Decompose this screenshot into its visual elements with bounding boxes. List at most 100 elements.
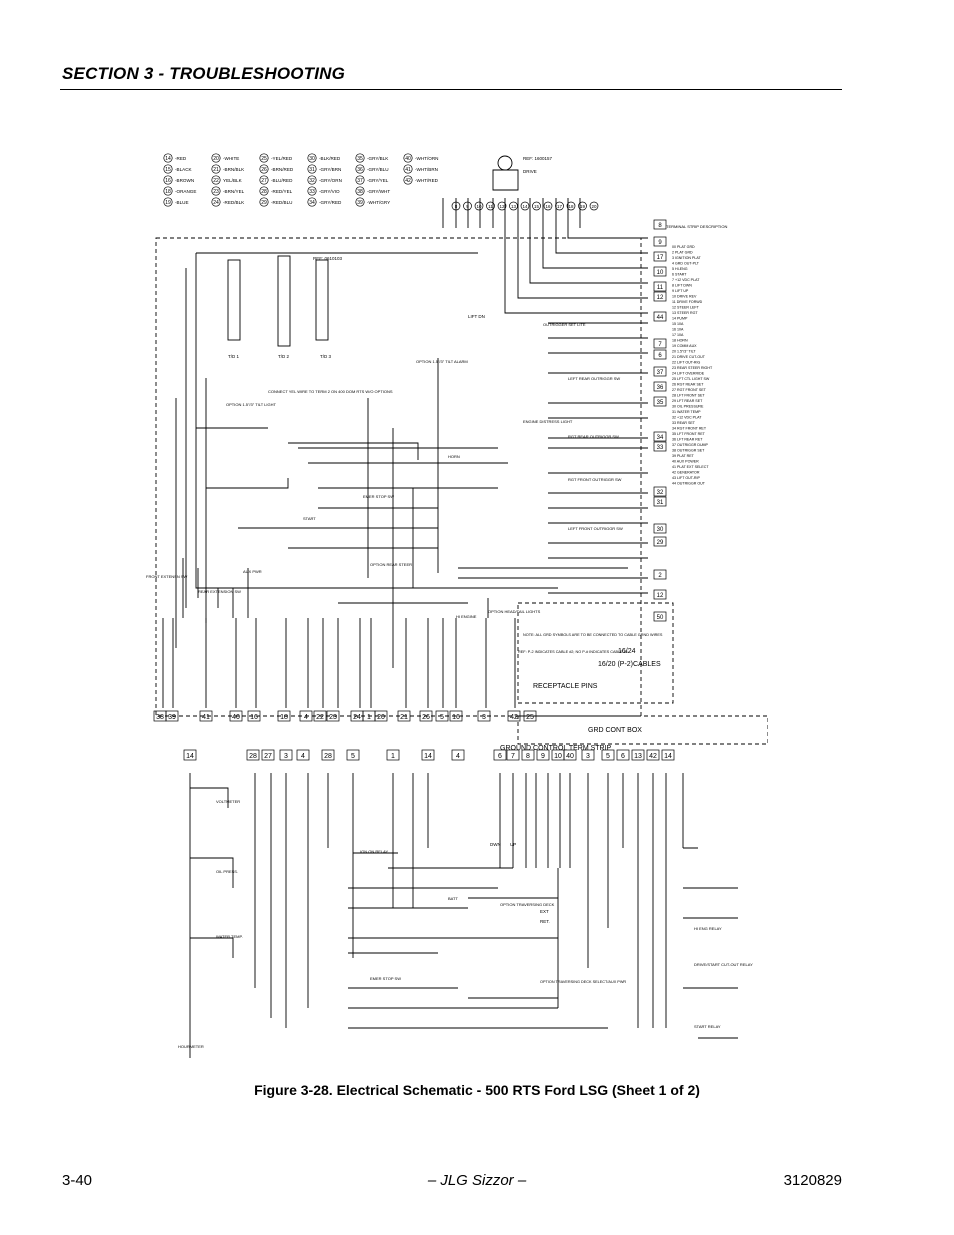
terminal-description: 4 GRD OUT-PLT [672,262,700,266]
terminal-description: 28 LFT FRONT SET [672,394,705,398]
legend-wire-number [403,175,413,185]
terminal-description: 24 LIFT OVERRIDE [672,372,705,376]
ground-strip-pin-box [279,749,293,761]
terminal-description: 11 DRIVE FORWD [672,300,703,304]
left-front-outrigger-label: LEFT FRONT OUTRIGGR SW [568,526,623,531]
option-traversing-select-label: OPTION TRAVERSING DECK SELECT/AUX PWR [540,980,626,984]
terminal-box [653,441,667,452]
legend-wire-number [163,164,173,174]
legend-wire-color: -GRY/ORN [319,178,342,183]
terminal-box-number: 50 [657,615,664,621]
legend-wire-color: -BLK/RED [319,156,341,161]
ground-strip-pin-number: 3 [284,753,288,760]
legend-wire-color: -RED/BLU [271,200,292,205]
legend-wire-color: -WHT/BRN [415,167,438,172]
receptacle-pin-number: 40 [232,714,240,721]
legend-wire-number [259,186,269,196]
legend-wire-number: 25 [261,156,267,162]
terminal-description: 26 RGT REAR SET [672,383,704,387]
terminal-box-number: 30 [657,527,664,533]
receptacle-pin-number: 21 [400,714,408,721]
legend-wire-number [307,175,317,185]
receptacle-pin-number: 22 [316,714,324,721]
terminal-box-number: 29 [657,540,664,546]
terminal-description: 35 LFT FRONT RET [672,432,706,436]
outrigger-set-label: OUTRIGGER SET LITE [543,322,586,327]
terminal-box-number: 44 [657,315,664,321]
drive-start-relay-label: DRIVE/START CUT-OUT RELAY [694,962,753,967]
option-rear-steer-label: OPTION REAR STEER [370,562,412,567]
legend-wire-color: -BLU/RED [271,178,293,183]
legend-wire-number: 15 [165,167,171,173]
ground-strip-pin-number: 42 [649,753,657,760]
terminal-description: 34 RGT FRONT RET [672,427,707,431]
ground-strip-pin-number: 4 [456,753,460,760]
legend-wire-color: -GRY/VIO [319,189,340,194]
terminal-box-number: 31 [657,500,664,506]
cables-16-24-label: 16/24 [618,648,636,655]
legend-wire-number [259,197,269,207]
terminal-box-number: 36 [657,385,664,391]
legend-wire-number [211,164,221,174]
terminal-description: 23 REAR STEER RIGHT [672,366,713,370]
terminal-box [653,496,667,507]
terminal-box-number: 35 [657,400,664,406]
legend-wire-number: 16 [165,178,171,184]
receptacle-pin-number: 3 [482,714,486,721]
terminal-description: 6 START [672,273,687,277]
terminal-strip-label: TERMINAL STRIP DESCRIPTION [666,224,727,229]
legend-wire-color: -WHT/RED [415,178,439,183]
document-number: 3120829 [783,1172,842,1189]
terminal-description: 43 LIFT OUT-RIP [672,476,700,480]
td2-label: T/D 2 [278,354,289,359]
ground-strip-pin-box [581,749,595,761]
start-relay-label: START RELAY [694,1024,721,1029]
receptacle-pin-number: 24 [353,714,361,721]
figure-caption: Figure 3-28. Electrical Schematic - 500 … [254,1082,700,1098]
terminal-description: 30 OIL PRESSURE [672,405,704,409]
drive-pin-circle [451,201,461,211]
drive-pin-number: 18 [568,204,574,209]
receptacle-pin-number: 42 [510,714,518,721]
terminal-box-number: 12 [657,593,664,599]
drive-pin-number: 8 [455,204,458,209]
legend-wire-color: -BRN/RED [271,167,294,172]
receptacle-pin-box [419,710,433,722]
drive-pin-number: 15 [534,204,540,209]
connect-note-label: CONNECT YEL WIRE TO TERM 2 ON 400 DOM RT… [268,389,393,394]
left-rear-outrigger-label: LEFT REAR OUTRIGGR SW [568,376,620,381]
terminal-description: 44 OUTRIGGR OUT [672,482,706,486]
rear-extension-label: REAR EXTENSION SW [198,589,241,594]
terminal-description: 20 1.5"/3" TILT [672,350,696,354]
ground-strip-pin-number: 4 [301,753,305,760]
terminal-description: 41 PLAT EXT SELECT [672,465,709,469]
legend-wire-number [307,153,317,163]
ret-label: RET. [540,919,550,924]
drive-pin-circle [566,201,576,211]
legend-wire-number: 18 [165,189,171,195]
terminal-box [653,349,667,360]
legend-wire-color: -GRY/WHT [367,189,390,194]
legend-wire-color: -WHITE [223,156,239,161]
drive-pin-circle [463,201,472,211]
terminal-box [653,396,667,407]
drive-pin-number: 19 [580,204,586,209]
drive-pin-number: 17 [557,204,563,209]
drive-pin-circle [589,201,599,211]
terminal-description: 40 AUX POWER [672,460,699,464]
legend-wire-number [211,197,221,207]
ground-strip-pin-box [631,749,645,761]
ground-strip-pin-box [563,749,577,761]
td1-label: T/D 1 [228,354,239,359]
ground-strip-pin-box [421,749,435,761]
lift-dn-label: LIFT DN [468,314,485,319]
right-front-outrigger-label: RGT FRONT OUTRIGGR SW [568,477,622,482]
legend-wire-number [259,164,269,174]
ground-strip-pin-box [296,749,310,761]
up-label: UP [510,842,516,847]
terminal-box [653,431,667,442]
ign-relay-label: IGN ON RELAY [360,849,388,854]
receptacle-pin-number: 20 [377,714,385,721]
ground-strip-pin-box [601,749,615,761]
